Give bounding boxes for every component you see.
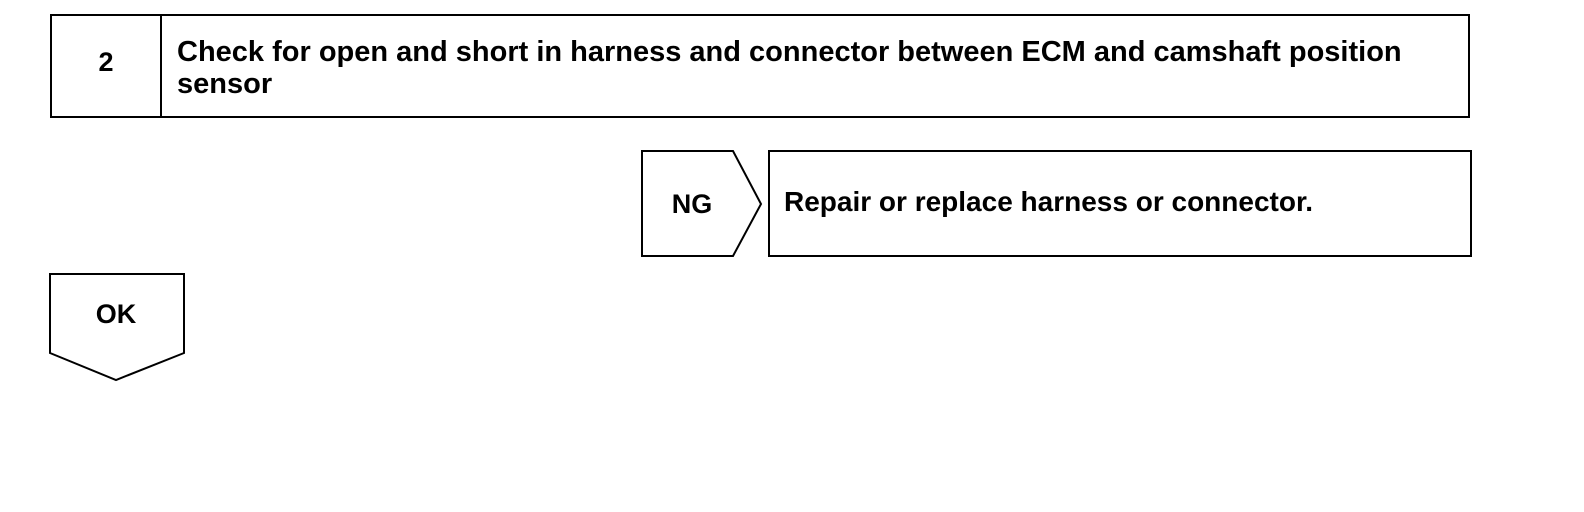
step-title: Check for open and short in harness and … <box>177 36 1402 100</box>
step-number: 2 <box>52 16 162 116</box>
ng-action-box: Repair or replace harness or connector. <box>768 150 1472 257</box>
down-arrow-tag-shape <box>49 273 185 382</box>
ok-branch-tag: OK <box>49 273 187 383</box>
ok-label: OK <box>95 299 137 329</box>
ng-label: NG <box>671 188 713 219</box>
right-arrow-tag-shape <box>641 150 763 257</box>
ng-branch-tag: NG <box>641 150 763 258</box>
ng-action-text: Repair or replace harness or connector. <box>784 185 1314 217</box>
step-box: 2 Check for open and short in harness an… <box>50 14 1470 118</box>
